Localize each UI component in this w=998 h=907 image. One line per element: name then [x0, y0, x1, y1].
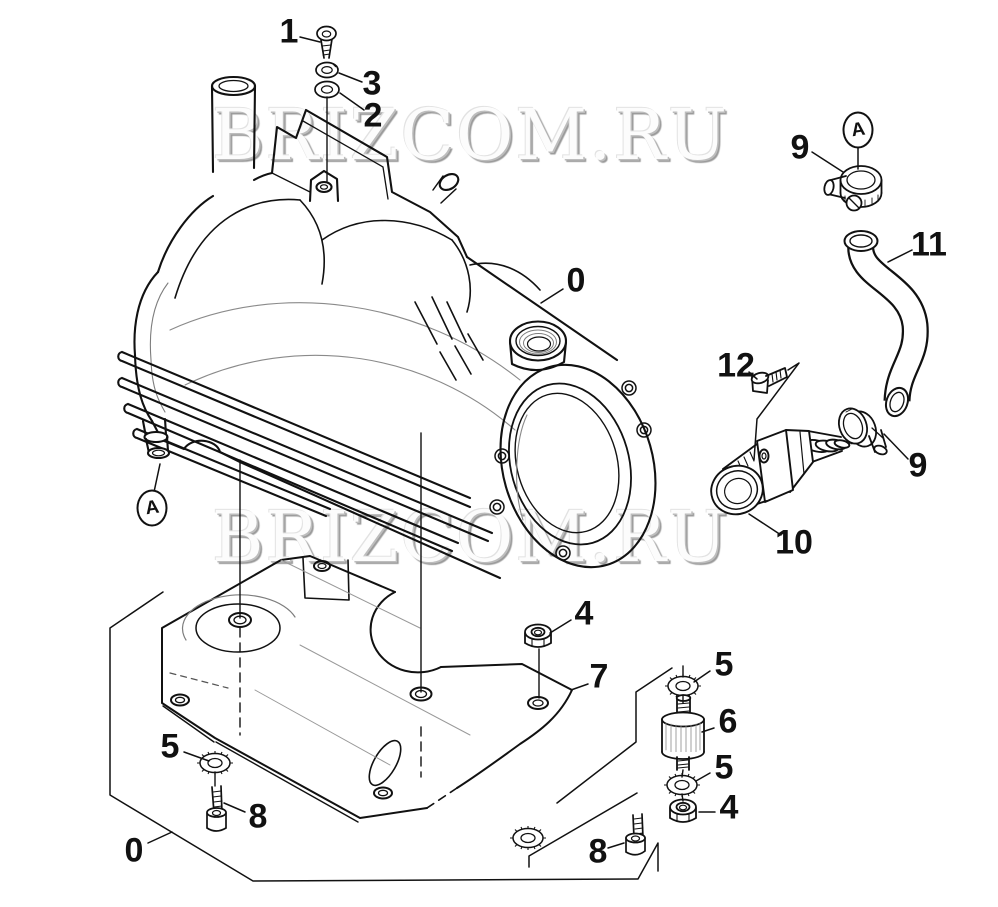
bolt-12 [750, 367, 788, 394]
hose-11 [843, 230, 929, 418]
base-plate [161, 555, 573, 823]
lock-washer-5-bottom-center [509, 825, 547, 851]
bolt-8-bottom [625, 813, 646, 856]
group-bracket-lines [109, 362, 800, 882]
nut-4-top [524, 623, 552, 648]
damper-6 [661, 694, 705, 771]
washer-2 [314, 80, 340, 99]
bolt-8-left [206, 785, 227, 832]
nut-4-bottom [669, 798, 697, 823]
hose-clamp-9-top [823, 165, 883, 212]
assembly-axis-lines [214, 96, 684, 802]
screw-1 [316, 25, 337, 59]
washer-3 [315, 61, 339, 79]
outlet-fitting-10 [710, 429, 851, 516]
pump-housing [117, 75, 657, 580]
hose-clamp-9-right [837, 407, 888, 456]
callout-leader-lines [147, 36, 913, 849]
